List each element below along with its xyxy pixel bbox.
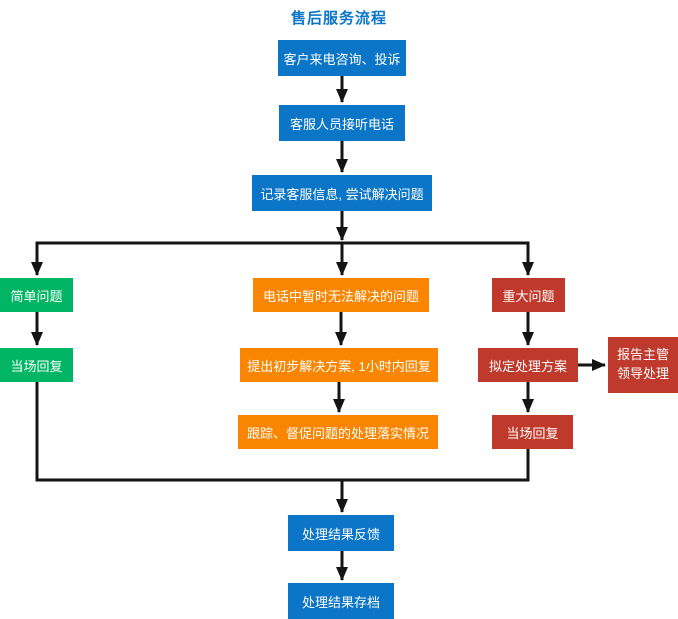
node-record-info: 记录客服信息, 尝试解决问题 [252, 175, 432, 211]
node-make-plan: 拟定处理方案 [478, 348, 578, 382]
node-major-problem: 重大问题 [492, 278, 565, 312]
node-report-leader: 报告主管 领导处理 [608, 337, 678, 393]
node-track-progress: 跟踪、督促问题的处理落实情况 [238, 415, 438, 449]
node-result-feedback: 处理结果反馈 [288, 515, 394, 551]
node-agent-answer: 客服人员接听电话 [279, 105, 405, 141]
node-simple-reply: 当场回复 [0, 348, 73, 382]
node-phone-unsolvable: 电话中暂时无法解决的问题 [253, 278, 429, 312]
node-propose-solution: 提出初步解决方案, 1小时内回复 [240, 348, 438, 382]
node-result-archive: 处理结果存档 [288, 583, 394, 619]
node-simple-problem: 简单问题 [0, 278, 73, 312]
flowchart-title: 售后服务流程 [290, 10, 387, 27]
node-customer-call: 客户来电咨询、投诉 [278, 40, 406, 76]
node-major-reply: 当场回复 [492, 415, 573, 449]
